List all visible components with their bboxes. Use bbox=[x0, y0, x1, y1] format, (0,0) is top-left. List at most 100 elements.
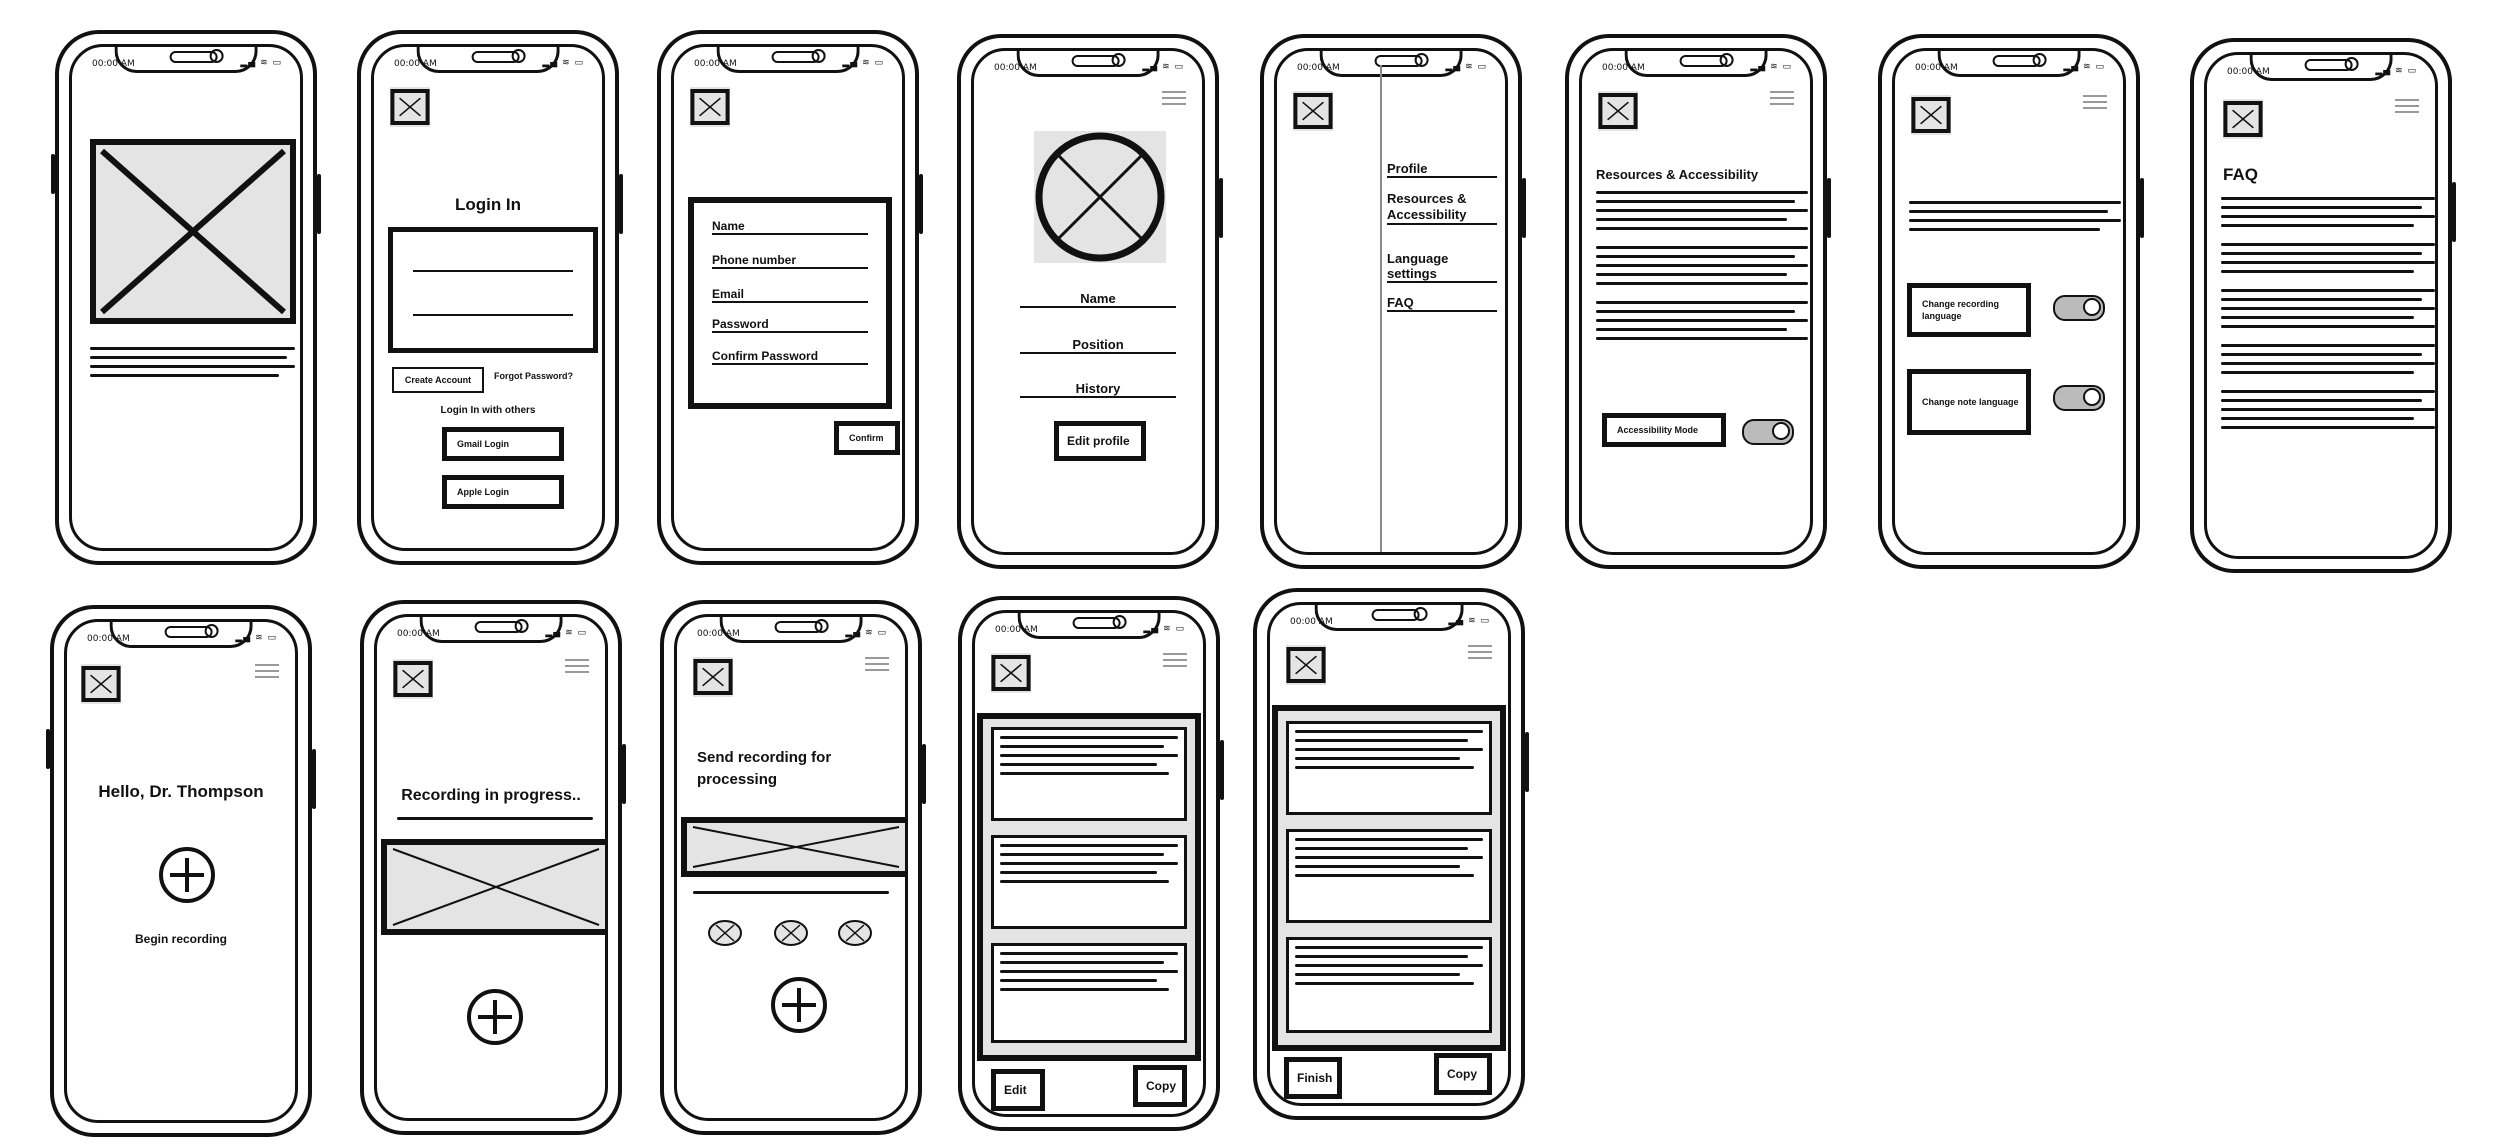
waveform-placeholder bbox=[381, 839, 605, 935]
status-icons: ▂▄ ≋ ▭ bbox=[1448, 616, 1490, 626]
status-time: 00:00 AM bbox=[1602, 63, 1645, 73]
recording-plus-icon[interactable] bbox=[467, 989, 523, 1045]
recording-text-scribble bbox=[397, 817, 593, 826]
status-icons: ▂▄ ≋ ▭ bbox=[542, 58, 584, 68]
profile-history-field[interactable]: History bbox=[1020, 381, 1176, 398]
status-icons: ▂▄ ≋ ▭ bbox=[235, 633, 277, 643]
password-field[interactable]: Password bbox=[712, 317, 868, 333]
screen-profile: 00:00 AM ▂▄ ≋ ▭ Name Position History Ed… bbox=[971, 48, 1205, 555]
final-notes-panel bbox=[1272, 705, 1506, 1051]
resources-title: Resources & Accessibility bbox=[1596, 167, 1759, 182]
password-input[interactable] bbox=[413, 314, 573, 316]
gmail-login-button[interactable]: Gmail Login bbox=[442, 427, 564, 461]
email-field[interactable]: Email bbox=[712, 287, 868, 303]
copy-button[interactable]: Copy bbox=[1133, 1065, 1187, 1107]
recording-file-placeholder bbox=[681, 817, 905, 877]
username-input[interactable] bbox=[413, 270, 573, 272]
login-form-box bbox=[388, 227, 598, 353]
screen-send: 00:00 AM ▂▄ ≋ ▭ Send recording for proce… bbox=[674, 614, 908, 1121]
status-icons: ▂▄ ≋ ▭ bbox=[2375, 66, 2417, 76]
phone-notes: 00:00 AM ▂▄ ≋ ▭ Edit Copy bbox=[958, 596, 1224, 1131]
status-icons: ▂▄ ≋ ▭ bbox=[2063, 62, 2105, 72]
note-card[interactable] bbox=[1286, 937, 1492, 1033]
option-three-icon[interactable] bbox=[837, 919, 873, 947]
signup-form-box: Name Phone number Email Password Confirm… bbox=[688, 197, 892, 409]
hamburger-menu-icon[interactable] bbox=[1770, 91, 1794, 105]
menu-item-profile[interactable]: Profile bbox=[1387, 161, 1497, 178]
note-card[interactable] bbox=[991, 943, 1187, 1043]
menu-item-resources[interactable]: Resources & Accessibility bbox=[1387, 191, 1497, 225]
confirm-password-field[interactable]: Confirm Password bbox=[712, 349, 868, 365]
app-logo-icon bbox=[991, 653, 1031, 693]
begin-recording-plus-icon[interactable] bbox=[159, 847, 215, 903]
app-logo-icon bbox=[693, 657, 733, 697]
accessibility-mode-toggle[interactable] bbox=[1742, 419, 1794, 445]
hamburger-menu-icon[interactable] bbox=[2083, 95, 2107, 109]
note-card[interactable] bbox=[1286, 829, 1492, 923]
accessibility-mode-button[interactable]: Accessibility Mode bbox=[1602, 413, 1726, 447]
status-time: 00:00 AM bbox=[694, 59, 737, 69]
phone-language: 00:00 AM ▂▄ ≋ ▭ Change recording languag… bbox=[1878, 34, 2144, 569]
note-card[interactable] bbox=[991, 835, 1187, 929]
screen-signup: 00:00 AM ▂▄ ≋ ▭ Name Phone number Email … bbox=[671, 44, 905, 551]
phone-login: 00:00 AM ▂▄ ≋ ▭ Login In Create Account … bbox=[357, 30, 623, 565]
phone-field[interactable]: Phone number bbox=[712, 253, 868, 269]
hamburger-menu-icon[interactable] bbox=[1162, 91, 1186, 105]
screen-home: 00:00 AM ▂▄ ≋ ▭ Hello, Dr. Thompson Begi… bbox=[64, 619, 298, 1123]
app-logo-icon bbox=[1286, 645, 1326, 685]
phone-menu: 00:00 AM ▂▄ ≋ ▭ Profile Resources & Acce… bbox=[1260, 34, 1526, 569]
hamburger-menu-icon[interactable] bbox=[1163, 653, 1187, 667]
send-recording-heading: Send recording for processing bbox=[697, 749, 832, 788]
profile-name-field[interactable]: Name bbox=[1020, 291, 1176, 308]
note-card[interactable] bbox=[1286, 721, 1492, 815]
finish-button[interactable]: Finish bbox=[1284, 1057, 1342, 1099]
status-icons: ▂▄ ≋ ▭ bbox=[1445, 62, 1487, 72]
begin-recording-label[interactable]: Begin recording bbox=[134, 932, 227, 946]
menu-divider bbox=[1380, 65, 1382, 552]
app-logo-icon bbox=[2223, 99, 2263, 139]
note-language-toggle[interactable] bbox=[2053, 385, 2105, 411]
phone-send: 00:00 AM ▂▄ ≋ ▭ Send recording for proce… bbox=[660, 600, 926, 1135]
status-icons: ▂▄ ≋ ▭ bbox=[842, 58, 884, 68]
status-time: 00:00 AM bbox=[994, 63, 1037, 73]
hamburger-menu-icon[interactable] bbox=[565, 659, 589, 673]
confirm-button[interactable]: Confirm bbox=[834, 421, 900, 455]
change-recording-language-button[interactable]: Change recording language bbox=[1907, 283, 2031, 337]
phone-home: 00:00 AM ▂▄ ≋ ▭ Hello, Dr. Thompson Begi… bbox=[46, 605, 316, 1137]
hamburger-menu-icon[interactable] bbox=[1468, 645, 1492, 659]
screen-menu: 00:00 AM ▂▄ ≋ ▭ Profile Resources & Acce… bbox=[1274, 48, 1508, 555]
status-time: 00:00 AM bbox=[87, 634, 130, 644]
edit-button[interactable]: Edit bbox=[991, 1069, 1045, 1111]
apple-login-button[interactable]: Apple Login bbox=[442, 475, 564, 509]
phone-profile: 00:00 AM ▂▄ ≋ ▭ Name Position History Ed… bbox=[957, 34, 1223, 569]
status-time: 00:00 AM bbox=[1297, 63, 1340, 73]
recording-language-toggle[interactable] bbox=[2053, 295, 2105, 321]
phone-final: 00:00 AM ▂▄ ≋ ▭ Finish Copy bbox=[1253, 588, 1529, 1120]
status-icons: ▂▄ ≋ ▭ bbox=[1142, 62, 1184, 72]
forgot-password-link[interactable]: Forgot Password? bbox=[494, 371, 574, 381]
option-two-icon[interactable] bbox=[773, 919, 809, 947]
greeting-heading: Hello, Dr. Thompson bbox=[98, 782, 264, 801]
profile-position-field[interactable]: Position bbox=[1020, 337, 1176, 354]
name-field[interactable]: Name bbox=[712, 219, 868, 235]
app-logo-icon bbox=[393, 659, 433, 699]
app-logo-icon bbox=[690, 87, 730, 127]
option-one-icon[interactable] bbox=[707, 919, 743, 947]
send-plus-icon[interactable] bbox=[771, 977, 827, 1033]
menu-item-language[interactable]: Language settings bbox=[1387, 251, 1497, 283]
menu-item-faq[interactable]: FAQ bbox=[1387, 295, 1497, 312]
send-text-scribble bbox=[693, 891, 889, 900]
status-time: 00:00 AM bbox=[394, 59, 437, 69]
hamburger-menu-icon[interactable] bbox=[865, 657, 889, 671]
edit-profile-button[interactable]: Edit profile bbox=[1054, 421, 1146, 461]
hamburger-menu-icon[interactable] bbox=[255, 664, 279, 678]
hamburger-menu-icon[interactable] bbox=[2395, 99, 2419, 113]
copy-button[interactable]: Copy bbox=[1434, 1053, 1492, 1095]
faq-text-scribble bbox=[2221, 197, 2435, 435]
change-note-language-button[interactable]: Change note language bbox=[1907, 369, 2031, 435]
create-account-button[interactable]: Create Account bbox=[392, 367, 484, 393]
note-card[interactable] bbox=[991, 727, 1187, 821]
screen-final: 00:00 AM ▂▄ ≋ ▭ Finish Copy bbox=[1267, 602, 1511, 1106]
login-others-heading: Login In with others bbox=[440, 405, 536, 416]
screen-login: 00:00 AM ▂▄ ≋ ▭ Login In Create Account … bbox=[371, 44, 605, 551]
